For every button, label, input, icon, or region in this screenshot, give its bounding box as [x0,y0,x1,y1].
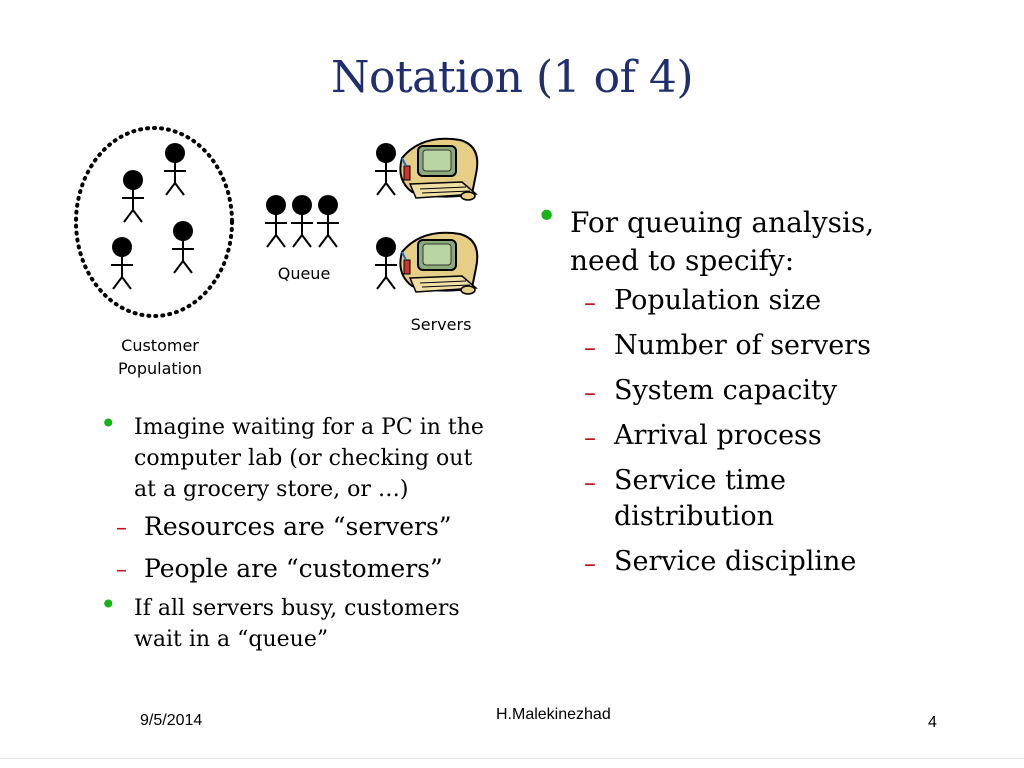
population-label: Customer Population [100,334,220,380]
sub-bullet-item: – Number of servers [536,328,956,364]
sub-bullet-item: – System capacity [536,373,956,409]
bullet-line: need to specify: [570,244,795,277]
dash-marker: – [584,289,596,317]
bottom-divider [0,758,1024,759]
queue-diagram [74,126,479,318]
customer-figure [121,169,145,223]
bullet-line: at a grocery store, or …) [134,477,409,502]
server-figure [374,142,398,196]
dash-marker: – [116,558,127,583]
queue-figure [316,194,340,248]
computer-monitor-icon [399,137,479,201]
slide-title: Notation (1 of 4) [330,52,694,103]
bullet-dot: • [100,407,117,440]
customer-figure [163,142,187,196]
customer-figure [171,220,195,274]
sub-bullet-item: – Service time distribution [536,463,956,535]
sub-bullet-item: – People are “customers” [100,551,540,587]
bullet-dot: • [100,588,117,621]
footer-page-number: 4 [928,714,937,731]
queue-label: Queue [277,264,331,283]
bullet-item: • If all servers busy, customers wait in… [100,589,540,655]
sub-bullet-item: – Service discipline [536,544,956,580]
sub-bullet-text: Resources are “servers” [144,512,452,541]
customer-figure [110,236,134,290]
sub-bullet-text: distribution [614,501,774,532]
dash-marker: – [116,516,127,541]
bullet-line: If all servers busy, customers [134,596,460,621]
dash-marker: – [584,424,596,452]
queue-figure [264,194,288,248]
bullet-item: • For queuing analysis, need to specify: [536,198,956,280]
dash-marker: – [584,334,596,362]
dash-marker: – [584,550,596,578]
sub-bullet-text: Number of servers [614,330,871,361]
population-label-line1: Customer [121,336,199,355]
servers-label: Servers [410,315,472,334]
bullet-line: computer lab (or checking out [134,446,473,471]
bullet-item: • Imagine waiting for a PC in the comput… [100,408,540,505]
sub-bullet-item: – Resources are “servers” [100,509,540,545]
sub-bullet-text: Service discipline [614,546,857,577]
dash-marker: – [584,469,596,497]
server-figure [374,236,398,290]
left-bullet-list: • Imagine waiting for a PC in the comput… [100,408,540,655]
queue-figure [290,194,314,248]
bullet-dot: • [536,196,558,237]
population-label-line2: Population [117,359,203,378]
bullet-line: wait in a “queue” [134,627,329,652]
right-bullet-list: • For queuing analysis, need to specify:… [536,198,956,580]
sub-bullet-item: – Population size [536,283,956,319]
sub-bullet-text: Population size [614,285,822,316]
bullet-line: For queuing analysis, [570,206,875,239]
footer-date: 9/5/2014 [140,712,203,729]
dash-marker: – [584,379,596,407]
bullet-line: Imagine waiting for a PC in the [134,415,484,440]
sub-bullet-text: Arrival process [614,420,822,451]
sub-bullet-text: Service time [614,465,787,496]
computer-monitor-icon [399,231,479,295]
footer-author: H.Malekinezhad [496,706,611,723]
sub-bullet-item: – Arrival process [536,418,956,454]
population-ellipse [74,126,234,318]
sub-bullet-text: People are “customers” [144,554,443,583]
sub-bullet-text: System capacity [614,375,838,406]
